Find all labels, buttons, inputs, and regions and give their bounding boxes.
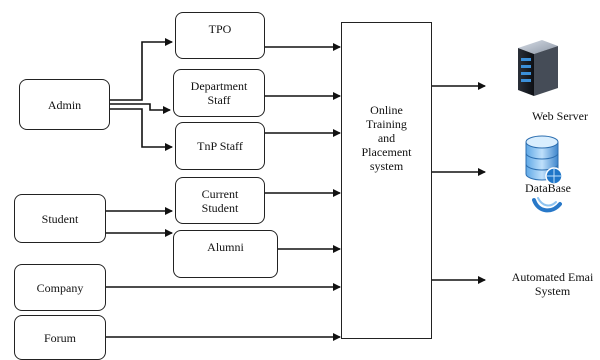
current-student-label: Current Student bbox=[201, 186, 239, 215]
system-label: Online Training and Placement system bbox=[361, 103, 412, 173]
tpo-label: TPO bbox=[208, 22, 232, 36]
alumni-label: Alumni bbox=[207, 240, 244, 254]
student-node: Student bbox=[14, 194, 106, 243]
alumni-node: Alumni bbox=[173, 230, 278, 278]
student-label: Student bbox=[41, 211, 79, 226]
database-icon bbox=[525, 135, 563, 185]
arrow-admin-tpo bbox=[110, 38, 173, 101]
database-label: DataBase bbox=[525, 181, 571, 195]
forum-node: Forum bbox=[14, 315, 106, 360]
tnp-staff-label: TnP Staff bbox=[197, 139, 243, 153]
admin-node: Admin bbox=[19, 79, 110, 130]
forum-label: Forum bbox=[43, 330, 76, 345]
automated-email-system-label: Automated Emai System bbox=[511, 270, 594, 298]
tpo-node: TPO bbox=[175, 12, 265, 59]
company-label: Company bbox=[36, 280, 84, 295]
admin-label: Admin bbox=[47, 97, 82, 112]
department-staff-node: Department Staff bbox=[173, 69, 265, 117]
web-server-label: Web Server bbox=[531, 109, 588, 123]
tnp-staff-node: TnP Staff bbox=[175, 122, 265, 170]
email-icon bbox=[532, 197, 562, 213]
server-icon bbox=[518, 40, 558, 96]
arrow-admin-tnp-staff bbox=[110, 108, 173, 151]
online-training-placement-system-node: Online Training and Placement system bbox=[341, 22, 432, 339]
company-node: Company bbox=[14, 264, 106, 311]
arrow-admin-department-staff bbox=[110, 103, 171, 114]
department-staff-label: Department Staff bbox=[190, 79, 248, 107]
current-student-node: Current Student bbox=[175, 177, 265, 224]
